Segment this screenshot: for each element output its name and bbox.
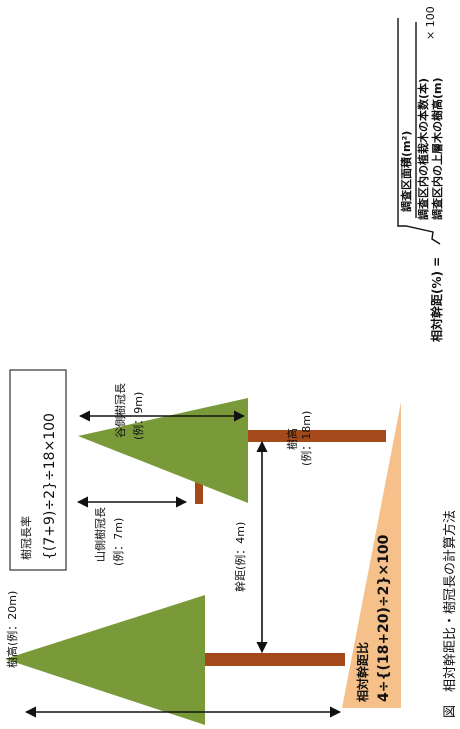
height-right-example: (例：18m) [299,411,313,466]
mountain-crown-label: 山側樹冠長 [94,507,107,562]
formula-denominator-2: 調査区内の上層木の樹高(m) [430,77,444,220]
formula-times: × 100 [424,6,437,40]
formula-lhs: 相対幹距(%) = [429,257,444,342]
crown-ratio-label: 樹冠長率 [19,516,33,560]
crown-left [5,595,205,725]
mountain-crown-example: (例：7m) [111,518,125,566]
crown-ratio-formula: {(7+9)÷2}÷18×100 [42,413,58,560]
crown-right [78,398,248,503]
figure-caption: 図 相対幹距比・樹冠長の計算方法 [442,510,458,718]
formula-numerator: 調査区面積(m²) [399,131,413,212]
trunk-left [205,653,345,666]
height-right-label: 樹高 [285,428,299,450]
crown-ratio-box [9,369,67,571]
slope-triangle [342,402,401,708]
valley-crown-label: 谷側樹冠長 [114,383,127,438]
relative-spacing-label: 相対幹距比 [355,642,370,702]
formula-denominator-1: 調査区内の植栽木の本数(本) [416,78,430,220]
sqrt-sign [397,18,441,245]
valley-crown-example: (例：9m) [131,392,145,440]
relative-spacing-formula: 4÷{(18+20)÷2}×100 [376,534,392,702]
height-left-label: 樹高(例：20m) [5,591,19,668]
spacing-label: 幹距(例：4m) [233,522,247,592]
